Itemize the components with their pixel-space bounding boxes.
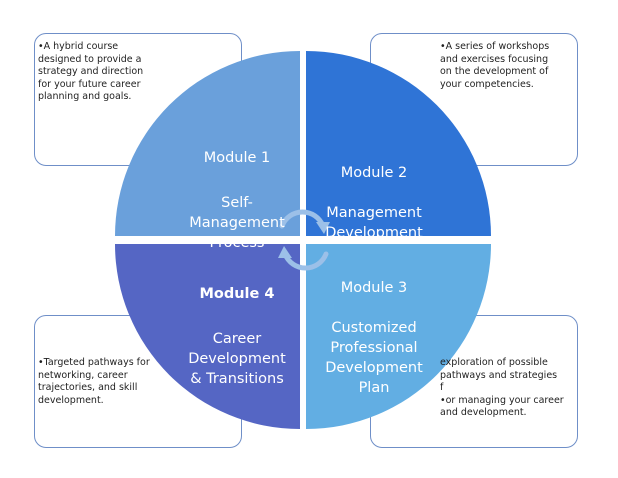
module-4-label: Module 4 Career Development & Transition… <box>178 264 296 409</box>
arrow-head-bottom <box>278 246 292 258</box>
module-3-description: exploration of possible pathways and str… <box>440 357 564 418</box>
module-3-label: Module 3 Customized Professional Develop… <box>315 258 433 418</box>
quadrant-module-3 <box>306 244 491 429</box>
module-2-body: Management Development <box>325 205 423 241</box>
module-4-description: •Targeted pathways for networking, caree… <box>38 357 150 406</box>
quadrant-module-4 <box>115 244 300 429</box>
arrow-arc-bottom <box>282 251 329 271</box>
arrow-head-top <box>316 222 330 234</box>
quadrant-module-2 <box>306 51 491 236</box>
arrow-arc-top <box>279 209 326 229</box>
module-1-description: •A hybrid course designed to provide a s… <box>38 41 144 102</box>
module-4-title: Module 4 <box>199 286 275 302</box>
module-4-body: Career Development & Transitions <box>188 331 286 387</box>
module-2-description: •A series of workshops and exercises foc… <box>440 41 550 90</box>
module-2-label: Module 2 Management Development <box>315 143 433 263</box>
quadrant-module-1 <box>115 51 300 236</box>
module-3-body: Customized Professional Development Plan <box>325 320 423 396</box>
module-1-body: Self- Management Process <box>189 195 285 251</box>
module-3-title: Module 3 <box>340 280 408 296</box>
module-1-title: Module 1 <box>203 150 271 166</box>
module-1-label: Module 1 Self- Management Process <box>178 128 296 273</box>
cycle-arrows-icon <box>278 209 330 271</box>
module-2-title: Module 2 <box>340 165 408 181</box>
